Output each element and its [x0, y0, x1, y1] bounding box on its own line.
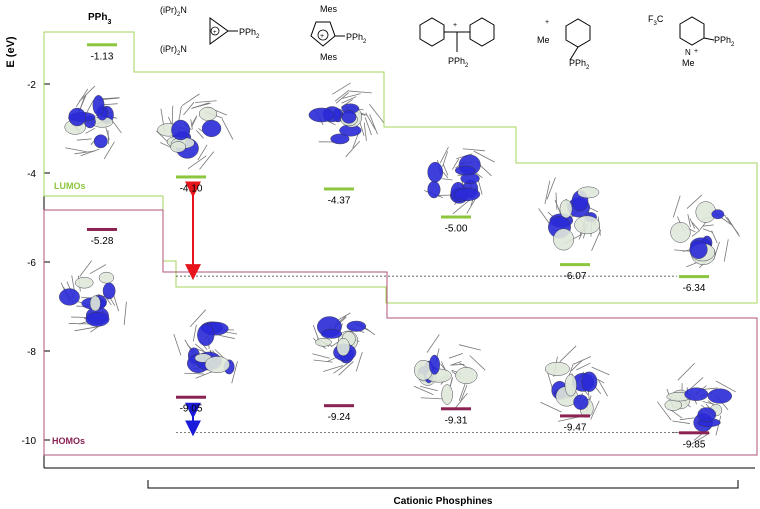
ipr-bot-sub: 2	[177, 51, 181, 57]
lumo-level-bar	[679, 275, 709, 279]
lumo-level-label: -1.13	[91, 51, 114, 62]
orbital-render	[173, 309, 238, 384]
cp-pph2-sub: 2	[256, 34, 260, 40]
orbital-render	[540, 345, 610, 422]
ipr-top: (iPr)	[160, 5, 177, 15]
y-axis: E (eV) -2 -4 -6 -8 -10	[5, 36, 755, 469]
f3c-sub: 3	[654, 21, 658, 27]
pyridinium-plus: +	[545, 19, 549, 26]
f3c-c: C	[657, 14, 664, 24]
cyclopropenium-plus: +	[213, 30, 217, 36]
lumo-level-label: -4.37	[328, 195, 351, 206]
homo-level-bar	[441, 407, 471, 411]
am-pph2-sub: 2	[465, 63, 469, 69]
svg-text:(iPr)2N: (iPr)2N	[160, 5, 187, 18]
svg-text:PPh2: PPh2	[714, 35, 735, 48]
structure-pyridinium: + Me PPh2	[537, 18, 591, 71]
orbital-render	[312, 312, 376, 376]
homo-level-label: -9.24	[328, 412, 351, 423]
svg-text:PPh2: PPh2	[239, 27, 260, 40]
homo-region-label: HOMOs	[52, 436, 85, 446]
lumo-level-label: -6.34	[683, 283, 706, 294]
lumo-region	[43, 31, 758, 304]
cf3-pph2-sub: 2	[731, 42, 735, 48]
amidinium-plus: +	[453, 22, 457, 29]
pyridinium-me: Me	[537, 35, 550, 45]
lumo-level-label: -6.07	[564, 271, 587, 282]
f3c-f: F	[648, 14, 654, 24]
pph3-label: PPh	[88, 12, 107, 23]
im-pph2: PPh	[346, 32, 363, 42]
orbital-render	[670, 194, 740, 268]
py-pph2-sub: 2	[586, 65, 590, 71]
homo-region	[43, 209, 758, 456]
homo-level-label: -9.47	[564, 422, 587, 433]
ipr-top-sub: 2	[177, 12, 181, 18]
mes-bottom: Mes	[320, 52, 338, 62]
structure-amidinium: + PPh2	[419, 17, 495, 69]
lumo-level-bar	[176, 175, 206, 179]
structure-cyclopropenium: (iPr)2N (iPr)2N + PPh2	[160, 5, 260, 57]
homo-level-label: -9.31	[445, 415, 468, 426]
im-pph2-sub: 2	[363, 39, 367, 45]
orbital-render	[538, 177, 602, 251]
orbital-render	[156, 93, 234, 170]
lumo-level-label: -5.00	[445, 224, 468, 235]
svg-text:PPh2: PPh2	[346, 32, 367, 45]
cf3-me: Me	[682, 58, 695, 68]
ipr-bot-n: N	[180, 44, 187, 54]
py-pph2: PPh	[569, 58, 586, 68]
lumo-level-bar	[560, 263, 590, 267]
orbital-render	[656, 362, 736, 445]
lumo-level-bar	[87, 43, 117, 47]
cp-pph2: PPh	[239, 27, 256, 37]
y-tick-label: -8	[27, 347, 36, 358]
structure-cf3-pyridinium: F3C PPh2 N + Me	[648, 14, 735, 68]
svg-text:PPh2: PPh2	[569, 58, 590, 71]
cf3-plus: +	[694, 48, 698, 55]
homo-level-bar	[679, 431, 709, 435]
pph3-sub: 3	[107, 19, 111, 26]
homo-level-label: -9.85	[683, 439, 706, 450]
svg-text:PPh3: PPh3	[88, 12, 111, 26]
y-tick-label: -10	[22, 436, 37, 447]
homo-level-bar	[560, 414, 590, 418]
x-bracket: Cationic Phosphines	[147, 480, 739, 507]
orbital-render	[413, 334, 486, 411]
svg-text:(iPr)2N: (iPr)2N	[160, 44, 187, 57]
lumo-level-bar	[324, 187, 354, 191]
homo-level-bar	[324, 404, 354, 408]
homo-level-label: -5.28	[91, 236, 114, 247]
structures: PPh3 (iPr)2N (iPr)2N + PPh2 Mes Mes + PP…	[88, 4, 735, 71]
ipr-top-n: N	[180, 5, 187, 15]
x-axis-label: Cationic Phosphines	[394, 496, 493, 507]
lumo-region-label: LUMOs	[54, 181, 86, 191]
homo-level-bar	[176, 395, 206, 399]
lumo-level-bar	[441, 215, 471, 219]
orbital-render	[308, 82, 384, 158]
orbital-render	[59, 260, 127, 333]
homo-level-label: -9.05	[180, 404, 203, 415]
ipr-bot: (iPr)	[160, 44, 177, 54]
svg-text:F3C: F3C	[648, 14, 664, 27]
imidazolium-plus: +	[320, 33, 324, 40]
y-tick-label: -2	[27, 80, 36, 91]
svg-text:PPh2: PPh2	[448, 56, 469, 69]
cf3-pph2: PPh	[714, 35, 731, 45]
lumo-level-label: -4.10	[180, 183, 203, 194]
mes-top: Mes	[320, 4, 338, 14]
structure-imidazolium: Mes Mes + PPh2	[310, 4, 367, 62]
orbital-render	[424, 146, 495, 214]
y-axis-label: E (eV)	[5, 36, 17, 68]
homo-level-bar	[87, 227, 117, 231]
orbital-render	[64, 85, 122, 160]
y-tick-label: -4	[27, 169, 36, 180]
y-tick-label: -6	[27, 258, 36, 269]
am-pph2: PPh	[448, 56, 465, 66]
cf3-n: N	[685, 48, 691, 57]
